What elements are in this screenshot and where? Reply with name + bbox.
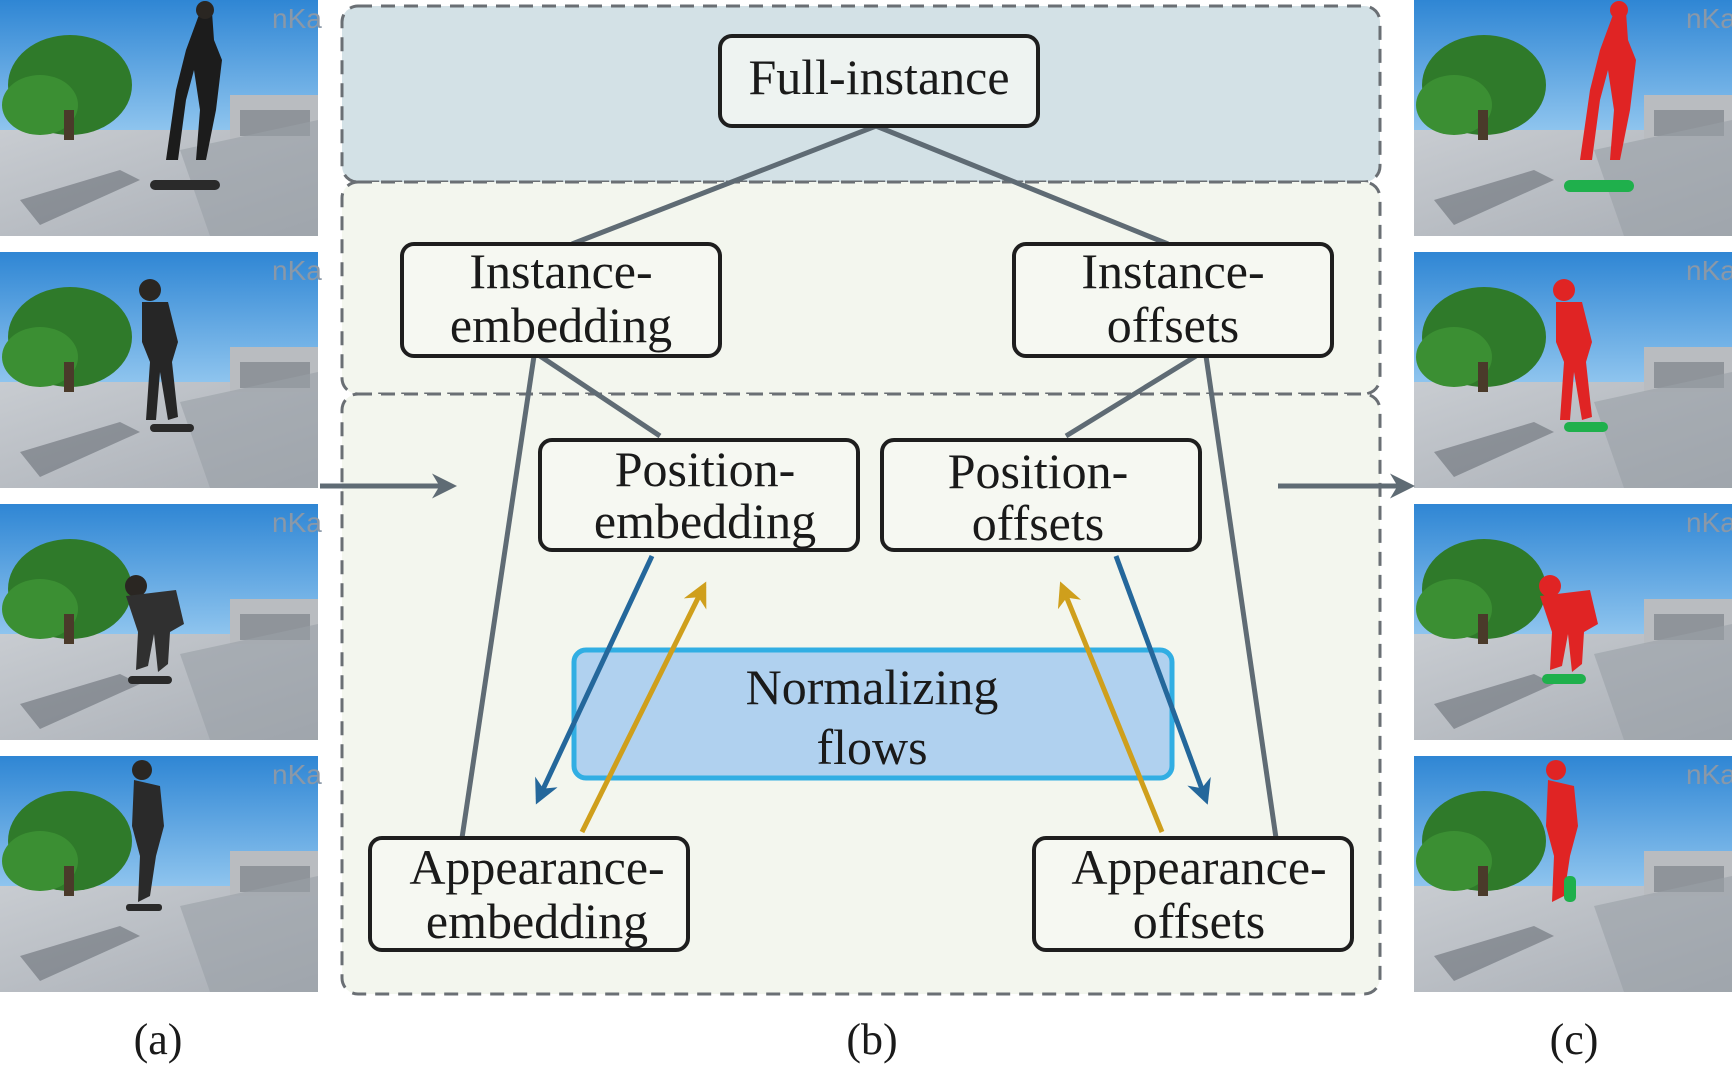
flow-arrows [535, 554, 1211, 834]
watermark: nKa [272, 3, 322, 34]
node-position-embedding-line-2: embedding [594, 493, 816, 549]
blue-arrow-embedding [535, 554, 655, 805]
node-instance-embedding-line-1: Instance- [469, 243, 652, 299]
caption-c: (c) [1550, 1015, 1599, 1064]
node-appearance-embedding: Appearance- embedding [368, 836, 690, 952]
node-appearance-offsets: Appearance- offsets [1032, 836, 1354, 952]
node-instance-embedding-line-2: embedding [450, 297, 672, 353]
output-frames: nKa nKa nKa nKa [1414, 0, 1732, 992]
input-frame-3: nKa [0, 504, 322, 740]
watermark: nKa [1686, 255, 1732, 286]
node-position-offsets: Position- offsets [880, 438, 1202, 552]
blue-arrow-offsets [1113, 555, 1211, 805]
node-full-instance: Full-instance [718, 34, 1040, 128]
input-frames: nKa nKa nKa nKa [0, 0, 322, 992]
node-position-embedding: Position- embedding [538, 438, 860, 552]
node-full-instance-label: Full-instance [748, 49, 1009, 105]
connectors [459, 123, 1279, 839]
node-instance-offsets: Instance- offsets [1012, 242, 1334, 358]
normalizing-flows-box: Normalizing flows [571, 647, 1175, 781]
edge-instance-embedding-to-position [538, 353, 662, 439]
output-frame-2: nKa [1414, 252, 1732, 488]
node-position-offsets-line-1: Position- [948, 443, 1129, 499]
edge-instance-offsets-to-position [1064, 353, 1198, 439]
edge-instance-embedding-to-appearance [459, 355, 537, 839]
input-frame-1: nKa [0, 0, 322, 236]
node-appearance-offsets-line-2: offsets [1133, 893, 1265, 949]
input-frame-2: nKa [0, 252, 322, 488]
node-appearance-embedding-line-2: embedding [426, 893, 648, 949]
watermark: nKa [272, 507, 322, 538]
watermark: nKa [1686, 3, 1732, 34]
output-frame-3: nKa [1414, 504, 1732, 740]
gold-arrow-offsets [1057, 581, 1165, 833]
node-instance-offsets-line-2: offsets [1107, 297, 1239, 353]
edge-instance-offsets-to-appearance [1203, 355, 1279, 839]
caption-b: (b) [846, 1015, 897, 1064]
edge-full-to-instance-offsets [875, 123, 1169, 247]
normalizing-flows-line-2: flows [816, 719, 927, 775]
output-frame-4: nKa [1414, 756, 1732, 992]
node-position-offsets-line-2: offsets [972, 495, 1104, 551]
node-position-embedding-line-1: Position- [615, 441, 796, 497]
caption-a: (a) [134, 1015, 183, 1064]
watermark: nKa [272, 759, 322, 790]
output-frame-1: nKa [1414, 0, 1732, 236]
node-instance-embedding: Instance- embedding [400, 242, 722, 358]
watermark: nKa [272, 255, 322, 286]
watermark: nKa [1686, 759, 1732, 790]
node-instance-offsets-line-1: Instance- [1081, 243, 1264, 299]
node-appearance-embedding-line-1: Appearance- [409, 839, 664, 895]
node-appearance-offsets-line-1: Appearance- [1071, 839, 1326, 895]
edge-full-to-instance-embedding [571, 123, 877, 247]
input-frame-4: nKa [0, 756, 322, 992]
gold-arrow-embedding [579, 581, 707, 834]
normalizing-flows-line-1: Normalizing [746, 659, 999, 715]
watermark: nKa [1686, 507, 1732, 538]
